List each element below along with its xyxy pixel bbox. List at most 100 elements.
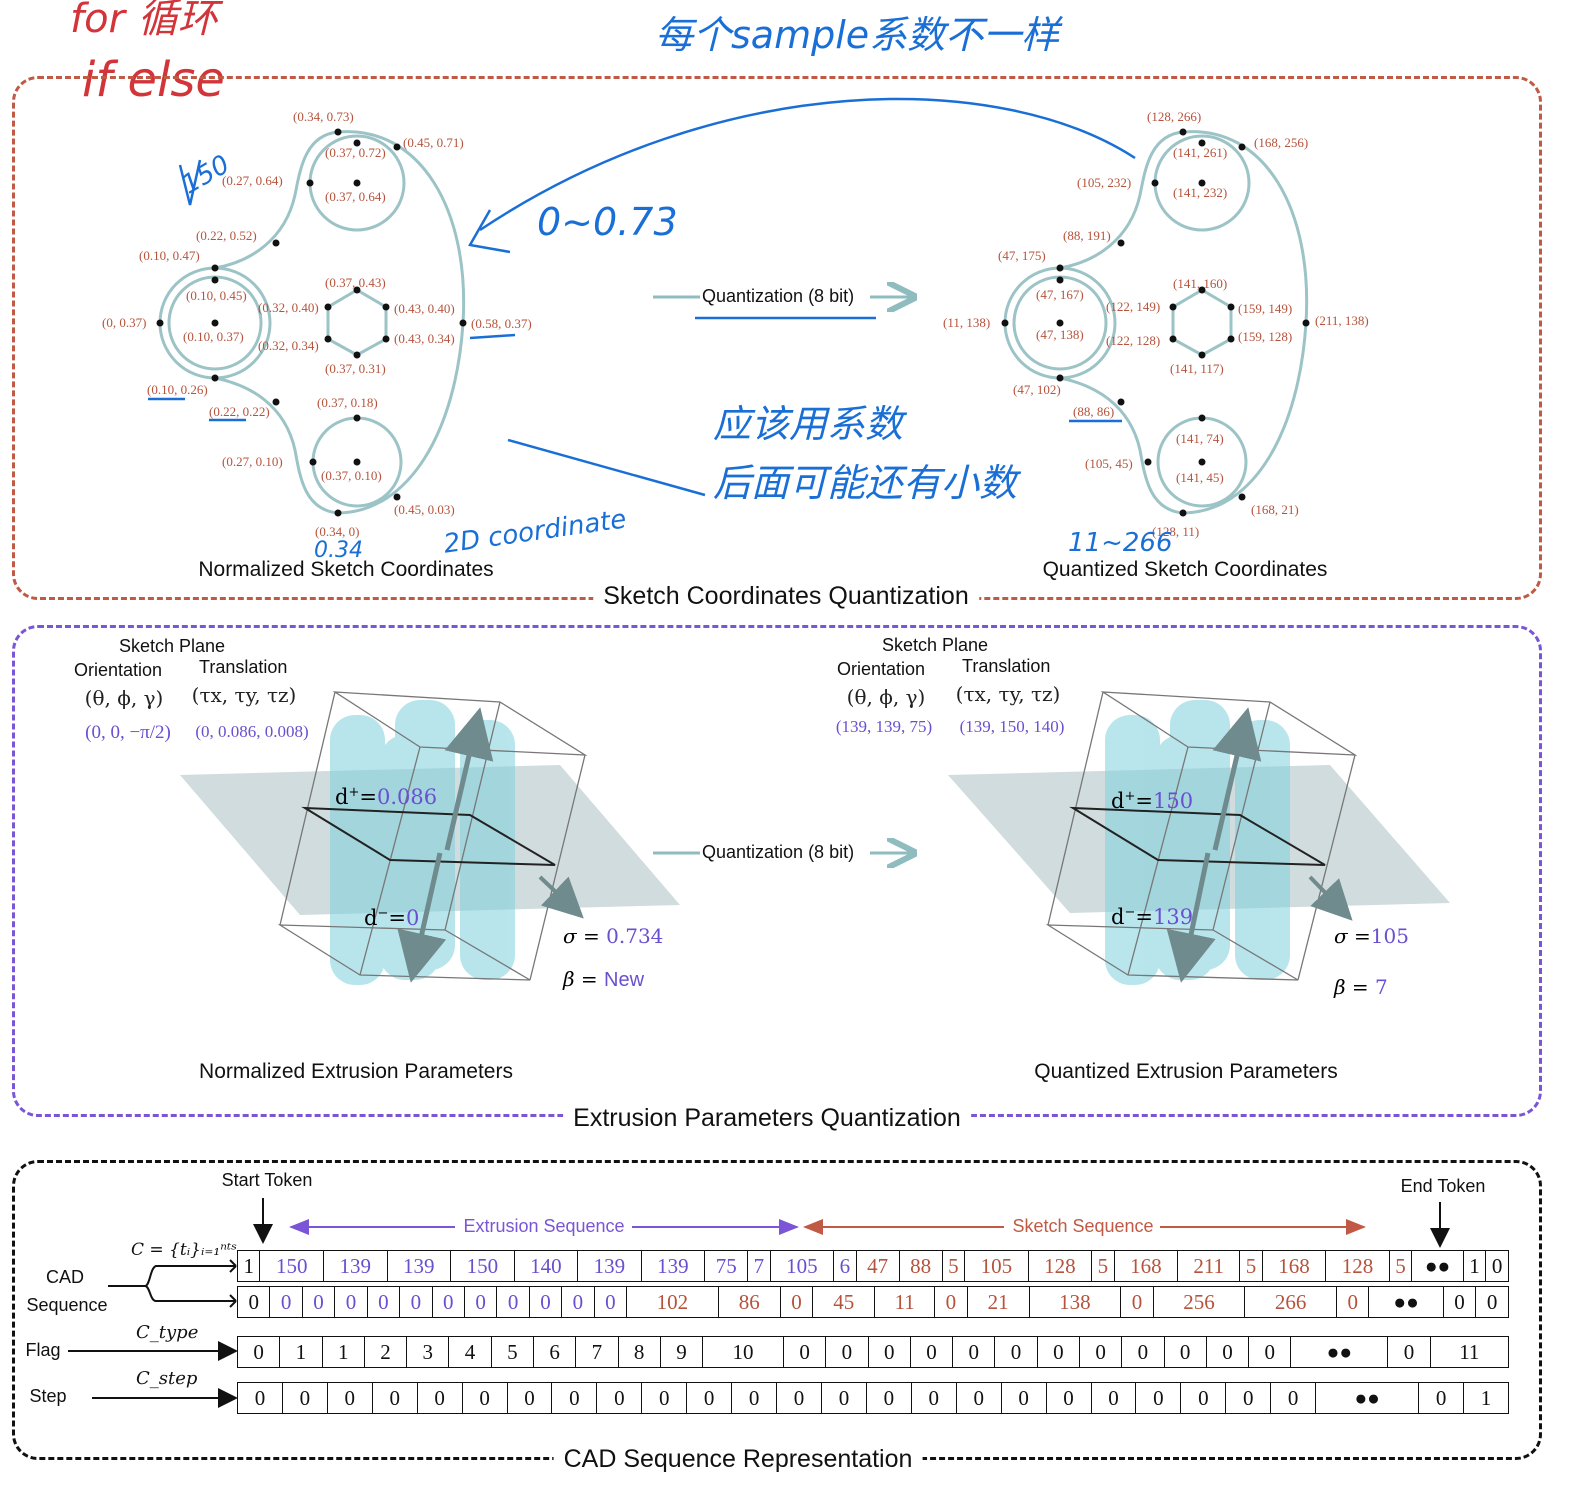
sequence-cell: 88	[898, 1250, 943, 1282]
sequence-cell: 0	[731, 1382, 778, 1414]
svg-text:(0.37, 0.72): (0.37, 0.72)	[325, 145, 386, 160]
sequence-cell: 75	[704, 1250, 749, 1282]
sequence-cell: 0	[1180, 1382, 1227, 1414]
sequence-cell: 0	[1036, 1336, 1080, 1368]
svg-text:(141, 45): (141, 45)	[1176, 470, 1224, 485]
sequence-cell: 0	[463, 1286, 498, 1318]
sequence-cell: 7	[747, 1250, 771, 1282]
sequence-cell: 3	[406, 1336, 450, 1368]
right-sigma: σ =105	[1334, 924, 1409, 948]
right-translation-value: (139, 150, 140)	[959, 717, 1065, 736]
handwriting-top-note: 每个sample系数不一样	[655, 13, 1060, 57]
svg-text:(128, 11): (128, 11)	[1152, 524, 1199, 539]
sequence-cell: 168	[1113, 1250, 1179, 1282]
sequence-cell: 0	[366, 1286, 401, 1318]
sequence-cell: 0	[431, 1286, 465, 1318]
sequence-cell: 0	[506, 1382, 553, 1414]
handwriting-range-left: 0~0.73	[537, 200, 678, 244]
svg-text:(0.43, 0.34): (0.43, 0.34)	[394, 331, 455, 346]
handwriting-strokes	[148, 97, 1136, 497]
left-sketch-plane-label: Sketch Plane	[119, 636, 226, 656]
c-step: C_step	[136, 1368, 198, 1389]
left-translation-value: (0, 0.086, 0.008)	[195, 722, 309, 741]
extrusion-quant-label: Quantization (8 bit)	[702, 842, 855, 862]
sequence-cell: 256	[1152, 1286, 1246, 1318]
sketch-quant-arrow	[653, 297, 914, 320]
right-d-plus: d+=150	[1111, 789, 1194, 813]
left-extrusion-caption: Normalized Extrusion Parameters	[199, 1060, 513, 1083]
sequence-cell: 5	[1239, 1250, 1263, 1282]
sequence-cell: 11	[874, 1286, 936, 1318]
right-d-plus-value: 150	[1152, 789, 1194, 813]
sequence-cell: 1	[321, 1336, 365, 1368]
svg-text:(0.22, 0.22): (0.22, 0.22)	[209, 404, 270, 419]
svg-text:(0.45, 0.03): (0.45, 0.03)	[394, 502, 455, 517]
right-orientation-symbol: (θ, ϕ, γ)	[846, 685, 926, 709]
sequence-cell: 0	[1205, 1336, 1250, 1368]
sequence-cell: 0	[326, 1382, 373, 1414]
right-sigma-value: 105	[1370, 924, 1409, 948]
sequence-cell: 0	[1418, 1382, 1465, 1414]
svg-text:(159, 149): (159, 149)	[1238, 301, 1292, 316]
sequence-label: Sequence	[26, 1295, 108, 1315]
sequence-cell: 0	[237, 1382, 283, 1414]
sequence-arrows	[68, 1198, 1450, 1408]
sketch-panel-title: Sketch Coordinates Quantization	[593, 582, 979, 611]
sequence-cell: 128	[1325, 1250, 1390, 1282]
sequence-cell: 0	[1248, 1336, 1292, 1368]
handwriting-range-right: 11~266	[1068, 528, 1173, 558]
svg-text:(0.27, 0.64): (0.27, 0.64)	[222, 173, 283, 188]
sequence-cell: 0	[1000, 1382, 1047, 1414]
step-label: Step	[29, 1386, 67, 1406]
sequence-cell: 150	[450, 1250, 515, 1282]
sequence-cell: 0	[399, 1286, 433, 1318]
sequence-cell: 5	[1388, 1250, 1413, 1282]
sequence-cell: ●●	[1411, 1250, 1464, 1282]
sequence-cell: 0	[779, 1286, 814, 1318]
sequence-cell: 5	[1091, 1250, 1115, 1282]
sketch-diagram: (0.34, 0.73) (0.45, 0.71) (0.37, 0.72) (…	[102, 97, 1369, 539]
sequence-cell: 0	[1163, 1336, 1207, 1368]
sequence-cell: 1	[1462, 1250, 1487, 1282]
left-orientation-symbol: (θ, ϕ, γ)	[84, 686, 164, 710]
left-translation-symbol: (τx, τy, τz)	[191, 683, 297, 707]
sequence-cell: 0	[1090, 1382, 1137, 1414]
c-definition: C = {tᵢ}ᵢ₌₁ⁿᵗˢ	[131, 1240, 237, 1260]
handwriting-034: 0.34	[314, 538, 363, 563]
left-sigma-value: 0.734	[606, 924, 664, 948]
svg-text:(47, 138): (47, 138)	[1036, 327, 1084, 342]
sequence-cell: 0	[1121, 1336, 1165, 1368]
svg-text:(0.34, 0): (0.34, 0)	[315, 524, 359, 539]
svg-text:(0.10, 0.45): (0.10, 0.45)	[186, 288, 247, 303]
sequence-cell: 21	[966, 1286, 1030, 1318]
sequence-cell: 0	[1120, 1286, 1154, 1318]
sequence-cell: 0	[371, 1382, 418, 1414]
sequence-cell: 128	[1027, 1250, 1093, 1282]
sequence-cell: 139	[323, 1250, 388, 1282]
right-sketch-points	[1001, 128, 1310, 517]
svg-text:(128, 266): (128, 266)	[1147, 109, 1201, 124]
sequence-cell: 0	[1270, 1382, 1317, 1414]
left-sigma: σ = 0.734	[563, 924, 664, 948]
left-sketch-caption: Normalized Sketch Coordinates	[198, 558, 494, 581]
sequence-cell: 0	[236, 1286, 271, 1318]
right-extrusion-3d	[948, 691, 1450, 985]
svg-text:(0.10, 0.26): (0.10, 0.26)	[147, 382, 208, 397]
sequence-cell: 0	[416, 1382, 463, 1414]
sequence-cell: 2	[363, 1336, 408, 1368]
sequence-cell: 7	[575, 1336, 619, 1368]
svg-text:(0.27, 0.10): (0.27, 0.10)	[222, 454, 283, 469]
sequence-cell: 139	[577, 1250, 642, 1282]
sequence-cell: 8	[617, 1336, 661, 1368]
sequence-cell: 0	[1387, 1336, 1431, 1368]
svg-text:(122, 149): (122, 149)	[1106, 299, 1160, 314]
svg-text:(0.37, 0.64): (0.37, 0.64)	[325, 189, 386, 204]
svg-text:(105, 232): (105, 232)	[1077, 175, 1131, 190]
left-d-minus: d−=0	[364, 906, 420, 930]
svg-text:(211, 138): (211, 138)	[1315, 313, 1369, 328]
right-point-labels: (128, 266) (168, 256) (141, 261) (105, 2…	[943, 109, 1369, 539]
left-point-labels: (0.34, 0.73) (0.45, 0.71) (0.37, 0.72) (…	[102, 109, 532, 539]
